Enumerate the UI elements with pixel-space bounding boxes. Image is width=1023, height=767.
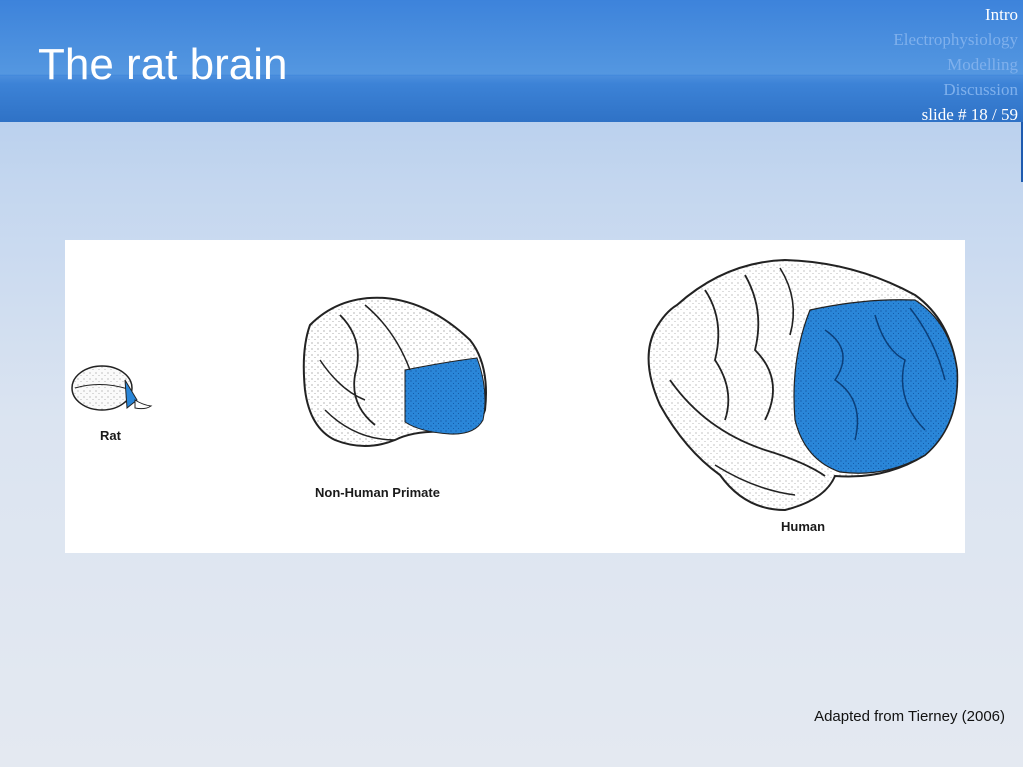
slide-title: The rat brain — [38, 40, 288, 89]
primate-label: Non-Human Primate — [315, 485, 440, 500]
human-brain-drawing — [647, 258, 959, 512]
nav-item-modelling[interactable]: Modelling — [947, 55, 1018, 74]
brain-illustrations — [71, 258, 959, 512]
nav-item-intro[interactable]: Intro — [984, 5, 1018, 24]
brain-comparison-figure: Rat Non-Human Primate Human — [65, 240, 965, 553]
nav-item-discussion[interactable]: Discussion — [943, 80, 1018, 99]
slide-counter: slide # 18 / 59 — [921, 105, 1018, 124]
edge-bar — [1021, 122, 1023, 182]
rat-brain-drawing — [71, 365, 153, 411]
rat-label: Rat — [100, 428, 121, 443]
slide-header: The rat brain Intro Electrophysiology Mo… — [0, 0, 1023, 124]
primate-brain-drawing — [302, 296, 487, 447]
figure-caption: Adapted from Tierney (2006) — [814, 708, 1005, 725]
nav-item-electrophysiology[interactable]: Electrophysiology — [893, 30, 1018, 49]
human-label: Human — [781, 519, 826, 534]
section-navigation: Intro Electrophysiology Modelling Discus… — [893, 2, 1018, 127]
